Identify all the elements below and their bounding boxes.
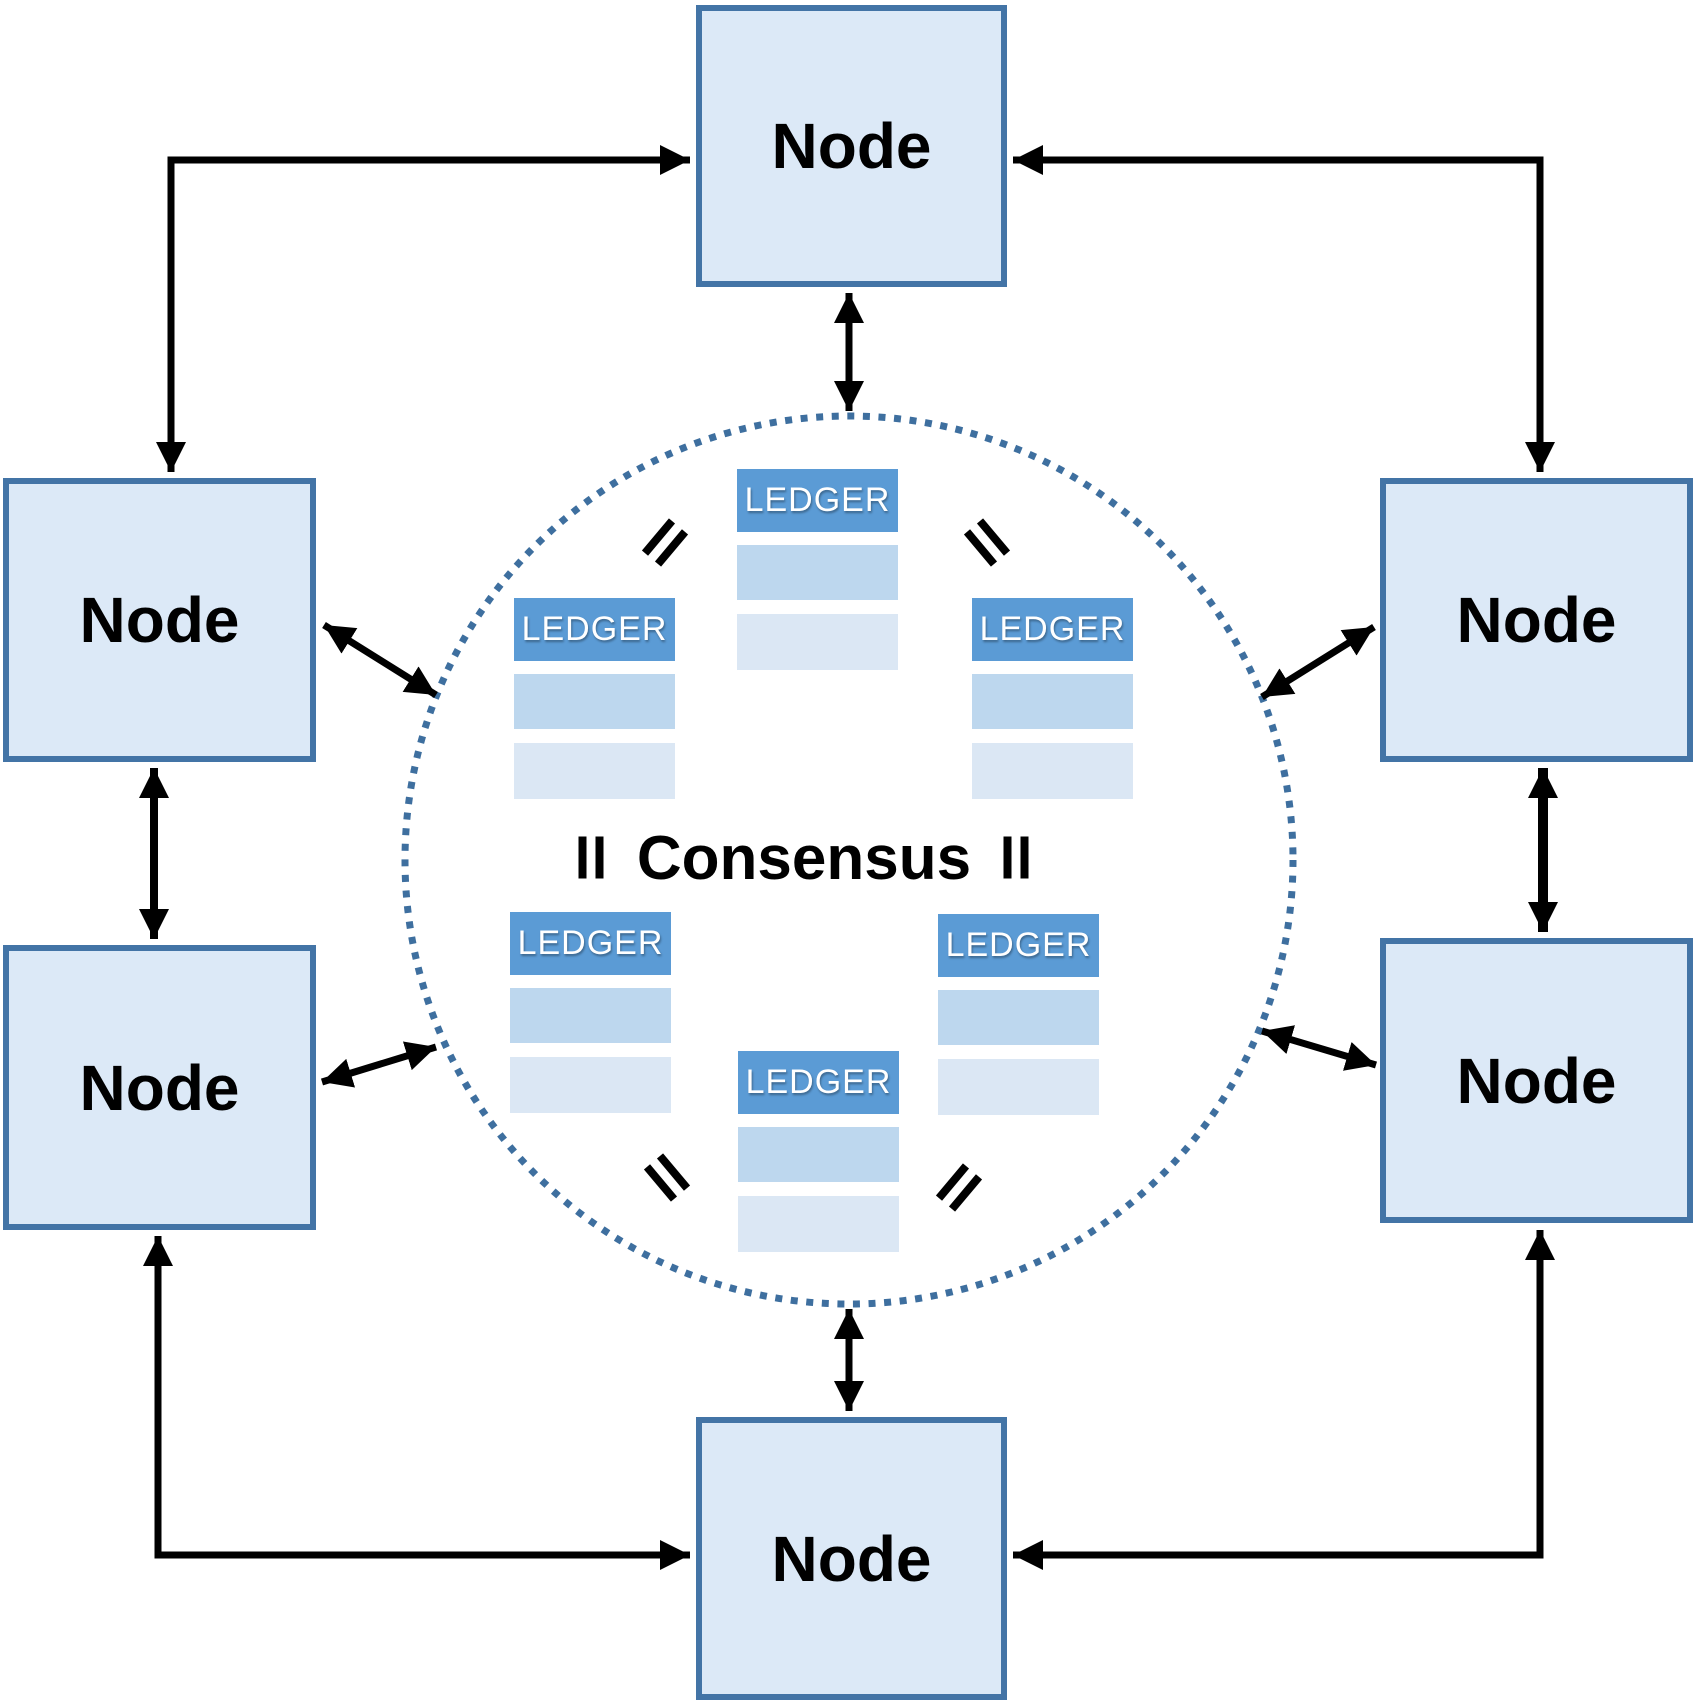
- ledger-row-1: [510, 988, 671, 1043]
- ledger-lower-left: LEDGER: [510, 912, 671, 1113]
- ledger-row-1: [972, 674, 1133, 729]
- equals-bar: [1020, 836, 1029, 879]
- ledger-header: LEDGER: [737, 469, 898, 532]
- node-label: Node: [771, 110, 932, 182]
- arrow-leftlower-circle: [320, 1041, 438, 1088]
- node-label: Node: [1456, 1044, 1617, 1117]
- ledger-header: LEDGER: [972, 598, 1133, 661]
- connector-topleft-L: [156, 145, 690, 472]
- equals-mark-west: [578, 836, 604, 879]
- ledger-header: LEDGER: [514, 598, 675, 661]
- ledger-row-2: [510, 1057, 671, 1113]
- equals-bar: [595, 836, 604, 879]
- ledger-row-2: [737, 614, 898, 670]
- ledger-row-1: [737, 545, 898, 600]
- arrow-rightlower-circle: [1260, 1025, 1378, 1071]
- node-label: Node: [771, 1522, 932, 1595]
- ledger-lower-right: LEDGER: [938, 914, 1099, 1115]
- node-label: Node: [1456, 584, 1617, 656]
- equals-mark-east: [1003, 836, 1029, 879]
- ledger-row-2: [972, 743, 1133, 799]
- ledger-row-2: [938, 1059, 1099, 1115]
- node-label: Node: [79, 584, 240, 656]
- node-box-top: Node: [696, 5, 1007, 287]
- ledger-row-2: [738, 1196, 899, 1252]
- ledger-row-1: [738, 1127, 899, 1182]
- equals-bar: [1003, 836, 1012, 879]
- connector-bottomleft-L: [143, 1236, 690, 1570]
- arrow-rightupper-circle: [1260, 624, 1376, 700]
- node-box-bottom: Node: [696, 1417, 1007, 1700]
- ledger-header: LEDGER: [738, 1051, 899, 1114]
- node-label: Node: [79, 1051, 240, 1124]
- ledger-bottom-center: LEDGER: [738, 1051, 899, 1252]
- ledger-header: LEDGER: [510, 912, 671, 975]
- node-box-right-upper: Node: [1380, 478, 1693, 762]
- node-box-left-lower: Node: [3, 945, 316, 1230]
- ledger-row-1: [938, 990, 1099, 1045]
- node-box-left-upper: Node: [3, 478, 316, 762]
- node-box-right-lower: Node: [1380, 938, 1693, 1223]
- consensus-label: Consensus: [636, 823, 972, 893]
- ledger-row-2: [514, 743, 675, 799]
- connector-bottomright-L: [1013, 1230, 1555, 1570]
- ledger-top-center: LEDGER: [737, 469, 898, 670]
- ledger-header: LEDGER: [938, 914, 1099, 977]
- ledger-row-1: [514, 674, 675, 729]
- ledger-upper-right: LEDGER: [972, 598, 1133, 799]
- consensus-circle: [401, 412, 1297, 1308]
- arrow-leftupper-circle: [322, 622, 438, 698]
- connector-topright-L: [1013, 145, 1555, 472]
- ledger-upper-left: LEDGER: [514, 598, 675, 799]
- equals-bar: [578, 836, 587, 879]
